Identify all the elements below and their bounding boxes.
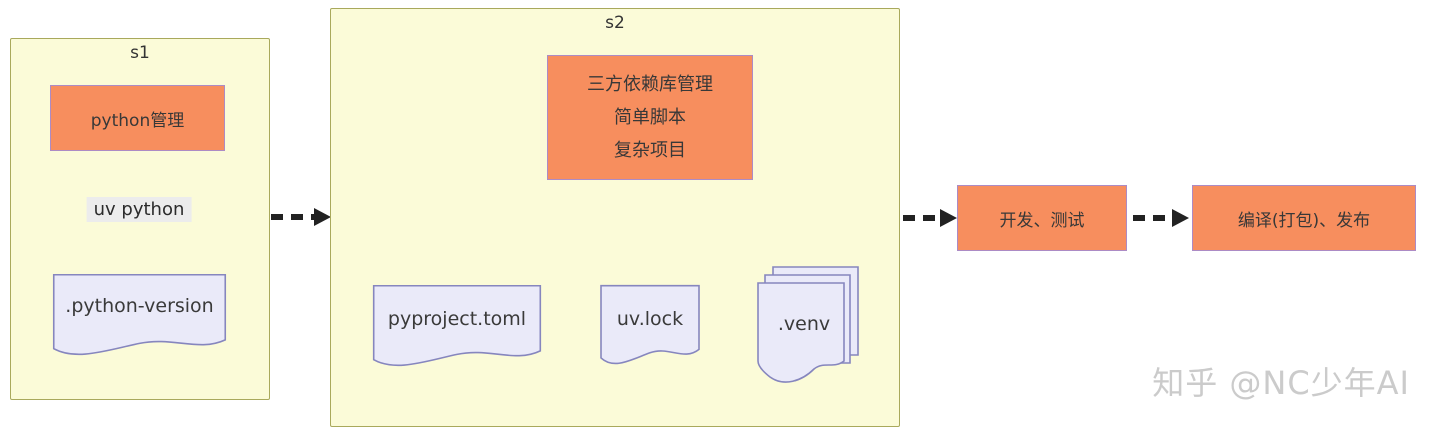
group-s1-label: s1 — [130, 43, 150, 63]
node-dev-test-label: 开发、测试 — [999, 210, 1085, 231]
edge-label-uv-python-text: uv python — [93, 199, 185, 220]
document-shape — [374, 286, 541, 366]
node-python-version-doc: .python-version — [52, 273, 227, 361]
node-build-release-label: 编译(打包)、发布 — [1237, 210, 1371, 231]
node-dependency-manage-line3: 复杂项目 — [614, 140, 686, 161]
node-uvlock-doc: uv.lock — [600, 284, 700, 370]
node-pyproject-label: pyproject.toml — [387, 308, 527, 330]
document-shape — [601, 286, 699, 364]
watermark-text: 知乎 @NC少年AI — [1152, 364, 1410, 402]
watermark: 知乎 @NC少年AI — [1080, 358, 1410, 404]
node-venv-docstack: .venv — [756, 265, 860, 383]
node-python-manage-label: python管理 — [90, 110, 185, 131]
arrowhead-devtest-to-build — [1172, 209, 1189, 227]
node-uvlock-label: uv.lock — [616, 308, 684, 330]
node-pyproject-doc: pyproject.toml — [372, 284, 542, 372]
arrowhead-s1-to-s2 — [314, 208, 331, 226]
arrowhead-s2-to-devtest — [940, 209, 957, 227]
group-s2-label: s2 — [605, 13, 625, 33]
document-shape — [758, 283, 844, 382]
node-venv-label: .venv — [777, 313, 831, 335]
edge-label-uv-python: uv python — [86, 197, 192, 222]
node-dependency-manage: 三方依赖库管理 简单脚本 复杂项目 — [547, 55, 753, 180]
node-dependency-manage-line2: 简单脚本 — [614, 107, 686, 128]
document-shape — [54, 275, 226, 355]
node-python-manage: python管理 — [50, 85, 225, 151]
node-dev-test: 开发、测试 — [957, 185, 1127, 251]
node-build-release: 编译(打包)、发布 — [1192, 185, 1416, 251]
node-dependency-manage-line1: 三方依赖库管理 — [587, 74, 713, 95]
node-python-version-label: .python-version — [65, 295, 214, 317]
